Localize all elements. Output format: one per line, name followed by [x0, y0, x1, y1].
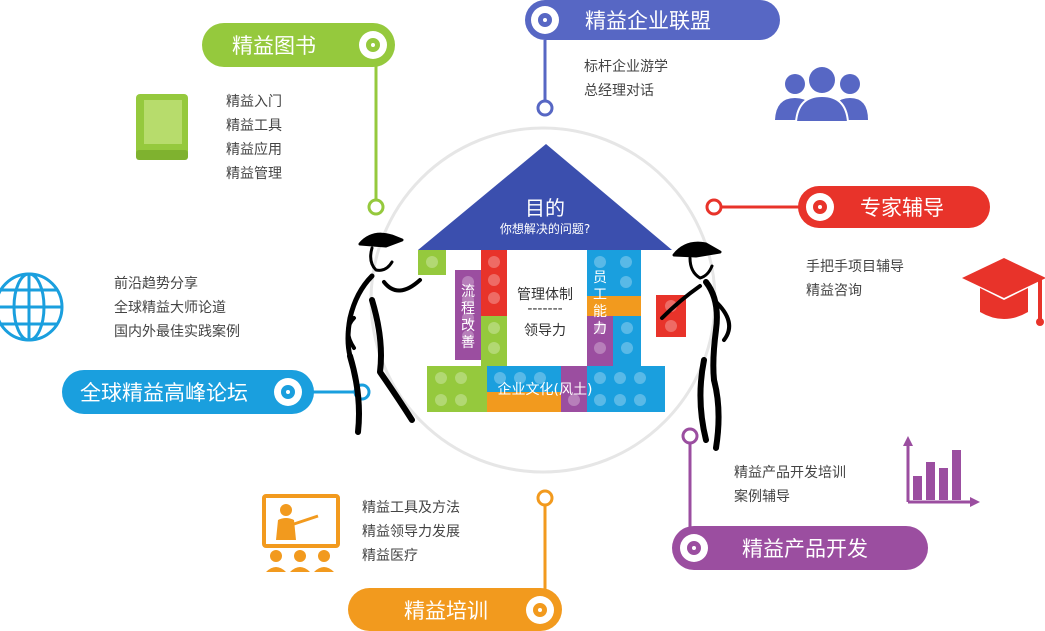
middle-top-label: 管理体制 — [517, 287, 573, 303]
right-worker-figure — [660, 241, 732, 451]
list-item: 手把手项目辅导 — [806, 259, 904, 275]
roof-title: 目的 — [525, 196, 565, 220]
right-pillar-label: 员工能力 — [593, 270, 607, 337]
list-item: 精益工具 — [226, 118, 282, 134]
list-item: 精益管理 — [226, 166, 282, 182]
house-roof — [418, 144, 672, 250]
bar-chart-icon — [903, 436, 980, 507]
alliance-target-icon — [531, 6, 559, 34]
expert-list: 手把手项目辅导 精益咨询 — [806, 255, 904, 303]
list-item: 精益领导力发展 — [362, 524, 460, 540]
globe-icon — [0, 272, 64, 342]
lego-studs — [426, 256, 677, 406]
list-item: 精益工具及方法 — [362, 500, 460, 516]
list-item: 精益咨询 — [806, 283, 862, 299]
product-connector-dot — [681, 427, 699, 445]
left-worker-figure — [345, 232, 422, 435]
list-item: 标杆企业游学 — [584, 59, 668, 75]
list-item: 全球精益大师论道 — [114, 300, 226, 316]
left-pillar-label: 流程改善 — [461, 284, 475, 351]
product-list: 精益产品开发培训 案例辅导 — [734, 461, 846, 509]
books-list: 精益入门 精益工具 精益应用 精益管理 — [226, 90, 282, 186]
list-item: 精益医疗 — [362, 548, 418, 564]
alliance-list: 标杆企业游学 总经理对话 — [584, 55, 668, 103]
list-item: 精益入门 — [226, 94, 282, 110]
graduation-cap-icon — [962, 258, 1045, 326]
expert-title: 专家辅导 — [860, 196, 944, 220]
forum-title: 全球精益高峰论坛 — [80, 381, 248, 405]
list-item: 总经理对话 — [584, 83, 654, 99]
list-item: 国内外最佳实践案例 — [114, 324, 240, 340]
list-item: 精益应用 — [226, 142, 282, 158]
list-item: 精益产品开发培训 — [734, 465, 846, 481]
expert-pill[interactable]: 专家辅导 — [798, 186, 990, 228]
book-icon — [136, 94, 188, 160]
base-label: 企业文化(风土) — [497, 382, 593, 398]
roof-subtitle: 你想解决的问题? — [499, 222, 591, 236]
people-group-icon — [775, 67, 868, 123]
books-pill[interactable]: 精益图书 — [202, 23, 395, 67]
teacher-icon — [262, 494, 340, 572]
books-target-icon — [359, 31, 387, 59]
training-title: 精益培训 — [404, 598, 488, 623]
forum-pill[interactable]: 全球精益高峰论坛 — [62, 370, 314, 414]
alliance-title: 精益企业联盟 — [585, 9, 711, 33]
product-target-icon — [680, 534, 708, 562]
forum-list: 前沿趋势分享 全球精益大师论道 国内外最佳实践案例 — [114, 272, 240, 344]
training-target-icon — [526, 595, 554, 624]
middle-dash-label: ------- — [527, 301, 563, 317]
training-pill[interactable]: 精益培训 — [348, 588, 562, 631]
training-list: 精益工具及方法 精益领导力发展 精益医疗 — [362, 496, 460, 568]
alliance-pill[interactable]: 精益企业联盟 — [525, 0, 780, 40]
books-title: 精益图书 — [232, 34, 316, 58]
alliance-connector-dot — [536, 99, 554, 117]
training-connector-dot — [536, 489, 554, 507]
expert-connector-dot — [705, 198, 723, 216]
middle-bottom-label: 领导力 — [524, 323, 566, 339]
product-pill[interactable]: 精益产品开发 — [672, 526, 928, 570]
list-item: 前沿趋势分享 — [114, 276, 198, 292]
forum-target-icon — [274, 378, 302, 406]
list-item: 案例辅导 — [734, 489, 790, 505]
books-connector-dot — [367, 198, 385, 216]
product-title: 精益产品开发 — [742, 537, 868, 561]
expert-target-icon — [806, 193, 834, 221]
lego-blocks — [418, 250, 686, 412]
